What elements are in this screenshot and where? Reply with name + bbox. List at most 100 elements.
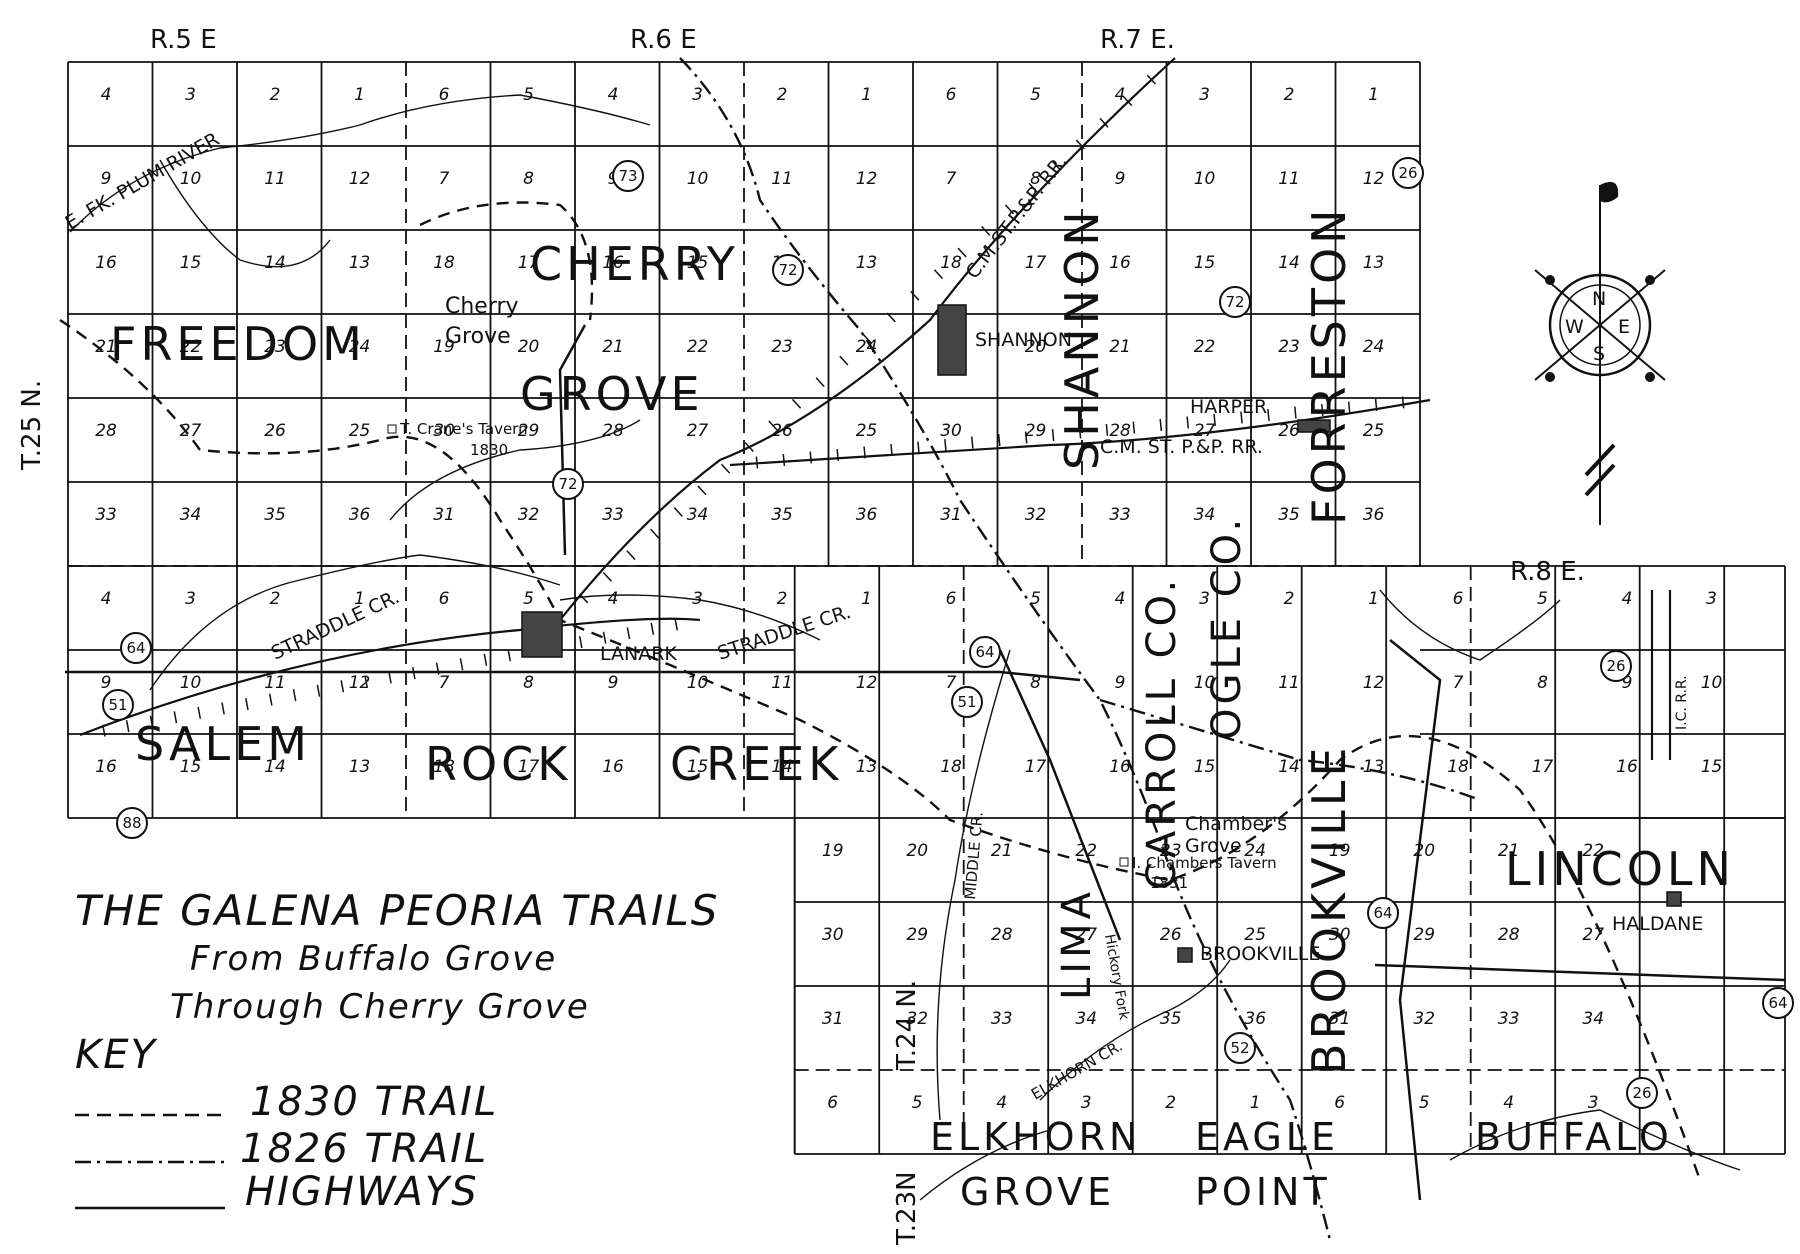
- section-number: 10: [180, 673, 202, 693]
- svg-text:26: 26: [1398, 164, 1417, 182]
- section-number: 32: [518, 505, 540, 525]
- section-number: 14: [1278, 757, 1300, 777]
- railroad-tick: [1321, 403, 1324, 417]
- section-number: 21: [991, 841, 1013, 861]
- section-number: 2: [1284, 589, 1295, 609]
- township-names: CHERRY FREEDOM GROVE SALEM ROCK CREEK SH…: [110, 205, 1731, 1214]
- place-lanark: LANARK: [600, 643, 677, 665]
- section-number: 1: [1250, 1093, 1261, 1113]
- section-number: 30: [940, 421, 962, 441]
- section-number: 34: [1582, 1009, 1604, 1029]
- railroad-tick: [890, 443, 893, 457]
- section-number: 15: [687, 757, 709, 777]
- railroad-tick: [125, 720, 130, 733]
- section-number: 6: [827, 1093, 838, 1113]
- section-number: 5: [523, 85, 534, 105]
- place-chambers: Chamber's: [1185, 813, 1287, 835]
- section-number: 10: [1194, 169, 1216, 189]
- section-number: 35: [771, 505, 793, 525]
- township-name-grove: GROVE: [520, 367, 704, 421]
- section-number: 11: [1278, 169, 1300, 189]
- railroad-tick: [459, 658, 464, 671]
- section-number: 6: [439, 85, 450, 105]
- railroad-tick: [507, 649, 512, 662]
- place-grove: Grove: [445, 324, 511, 349]
- railroad-tick: [149, 715, 154, 728]
- section-number: 30: [433, 421, 455, 441]
- section-number: 13: [1363, 757, 1385, 777]
- railroad-tick: [863, 446, 866, 459]
- railroad-tick: [839, 355, 849, 366]
- route-shield: 72: [772, 254, 804, 286]
- railroad-tick: [650, 528, 660, 539]
- railroad-tick: [1123, 96, 1133, 107]
- compass-s: S: [1593, 343, 1605, 365]
- section-number: 4: [608, 589, 619, 609]
- harper-block: [1297, 419, 1331, 433]
- section-number: 6: [946, 589, 957, 609]
- range-label: R.5 E: [150, 25, 217, 55]
- county-label-carroll: CARROLL CO.: [1139, 576, 1185, 890]
- section-number: 8: [1537, 673, 1548, 693]
- section-number: 7: [439, 673, 450, 693]
- key-label-highways: HIGHWAYS: [245, 1169, 479, 1215]
- section-number: 32: [1025, 505, 1047, 525]
- railroad-tick: [1075, 139, 1085, 150]
- svg-text:73: 73: [618, 167, 637, 185]
- route-shield: 26: [1600, 650, 1632, 682]
- section-number: 29: [518, 421, 540, 441]
- railroad-tick: [944, 438, 947, 452]
- section-number: 19: [433, 337, 455, 357]
- railroad-tick: [673, 506, 683, 517]
- tavern-marker: [1119, 857, 1129, 867]
- route-shield: 26: [1626, 1077, 1658, 1109]
- section-number: 1: [1368, 85, 1379, 105]
- railroad-tick: [1374, 398, 1378, 412]
- railroad-tick: [1401, 396, 1405, 409]
- svg-text:64: 64: [1373, 904, 1392, 922]
- section-number: 9: [101, 169, 112, 189]
- section-number: 15: [1194, 757, 1216, 777]
- section-number: 33: [1109, 505, 1131, 525]
- place-haldane: HALDANE: [1612, 913, 1703, 935]
- svg-text:64: 64: [1768, 994, 1787, 1012]
- key-label-1826: 1826 TRAIL: [240, 1126, 488, 1172]
- railroad-ticks: [102, 74, 1405, 737]
- railroad-tick: [674, 618, 678, 631]
- section-number: 7: [946, 673, 957, 693]
- place-brookville: BROOKVILLE: [1200, 943, 1320, 965]
- railroad-tick: [1240, 411, 1243, 424]
- railroad-tick: [316, 684, 321, 697]
- railroad-tick: [268, 693, 273, 706]
- railroad-tick: [1186, 416, 1189, 429]
- place-cherry: Cherry: [445, 294, 519, 319]
- section-number: 31: [940, 505, 962, 525]
- highways: [65, 324, 1786, 1201]
- section-number: 19: [822, 841, 844, 861]
- section-number: 17: [518, 757, 540, 777]
- section-number: 8: [523, 673, 534, 693]
- section-number: 8: [523, 169, 534, 189]
- railroad-cmstpp-north: [559, 57, 1176, 621]
- tavern-chambers-year: 1831: [1150, 874, 1188, 892]
- railroad-tick: [197, 706, 202, 719]
- railroad-tick: [755, 456, 759, 469]
- highway-64: [65, 670, 1081, 682]
- railroad-cmstpp-south: [79, 617, 701, 737]
- label-straddle-creek-2: STRADDLE CR.: [715, 601, 854, 665]
- label-straddle-creek: STRADDLE CR.: [268, 586, 403, 665]
- railroad-tick: [245, 698, 249, 711]
- section-number: 12: [1363, 169, 1385, 189]
- railroad-tick: [1004, 204, 1015, 215]
- section-number: 21: [95, 337, 117, 357]
- railroad-tick: [221, 702, 225, 715]
- railroad-tick: [720, 463, 731, 474]
- section-number: 30: [1329, 925, 1351, 945]
- creek-south-1: [919, 1129, 1051, 1201]
- section-number: 3: [1199, 589, 1210, 609]
- railroad-tick: [388, 671, 392, 684]
- section-number: 22: [1194, 337, 1216, 357]
- section-number: 36: [1363, 505, 1385, 525]
- compass-rose: N E S W: [1534, 181, 1666, 525]
- section-number: 22: [687, 337, 709, 357]
